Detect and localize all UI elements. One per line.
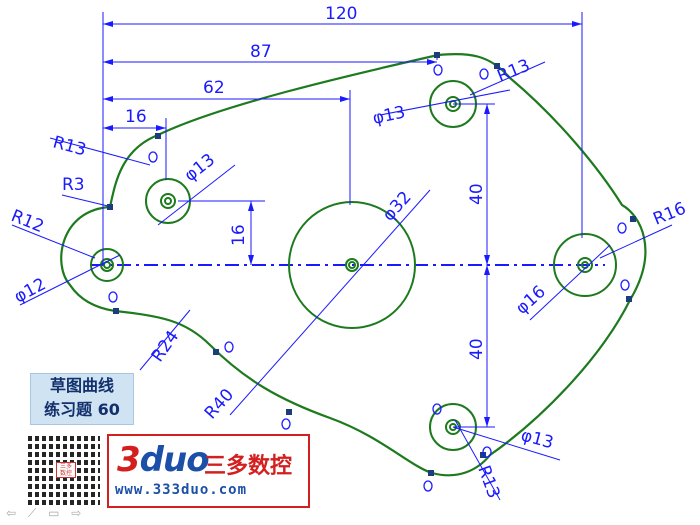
hole-left-d12 [90,248,124,282]
diameter-16: φ16 [512,282,550,319]
dimension-lines [11,23,673,501]
radius-r3: R3 [62,175,85,195]
diameter-12: φ12 [11,274,49,307]
brand-logo-text: duo [139,440,210,480]
qr-code [28,433,100,505]
dim-62: 62 [203,78,225,98]
diameter-32: φ32 [379,188,416,226]
snap-markers [107,52,636,492]
dim-40-bottom: 40 [467,338,487,360]
diameter-13-top-right: φ13 [371,102,407,128]
radius-r12: R12 [8,206,47,237]
dim-40-top: 40 [467,183,487,205]
hole-center-d32 [288,201,416,329]
dim-16-horizontal: 16 [125,107,147,127]
arrowheads [103,21,582,427]
brand-url[interactable]: www.333duo.com [115,482,248,498]
dim-87: 87 [250,42,272,62]
dim-16-vertical: 16 [229,224,249,246]
diameter-13-upper-left: φ13 [181,150,219,186]
brand-name: 三多数控 [204,454,293,479]
radius-r16: R16 [650,199,689,230]
radius-r13-left: R13 [51,133,88,161]
slide-navigation[interactable]: ⇦ ⟋ ▭ ⇨ [6,506,86,520]
brand-logo-digit: 3 [117,440,141,480]
radius-r13-bottom: R13 [473,463,503,501]
exercise-title-line2: 练习题 60 [44,400,120,419]
dim-120: 120 [325,4,357,24]
radius-r24: R24 [148,327,184,366]
exercise-title-box: 草图曲线 练习题 60 [30,373,134,425]
brand-logo: 3duo [117,440,210,480]
radius-r40: R40 [201,385,238,423]
qr-center-logo: 三多 数控 [56,462,76,478]
exercise-title-line1: 草图曲线 [49,376,114,395]
brand-banner[interactable]: 3duo 三多数控 www.333duo.com [107,434,310,508]
part-outline [60,52,647,477]
